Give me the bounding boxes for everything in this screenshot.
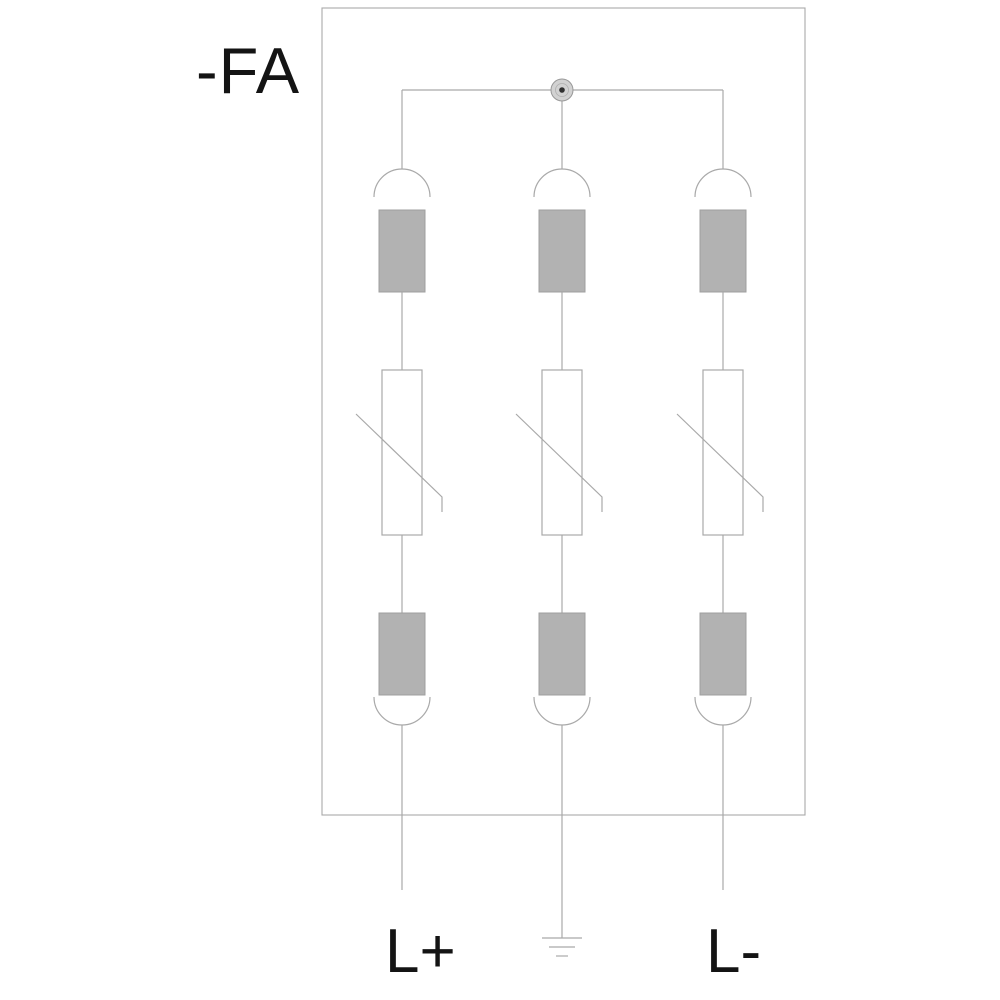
terminal-block-top xyxy=(378,209,426,293)
terminal-node-ring xyxy=(555,83,569,97)
varistor-strike-icon xyxy=(676,413,764,512)
device-label: -FA xyxy=(196,34,301,107)
device-enclosure-outline xyxy=(321,7,806,816)
terminal-block-top xyxy=(699,209,747,293)
terminal-node-dot xyxy=(559,87,565,93)
terminal-block-bottom xyxy=(538,612,586,696)
plug-contact-top-icon xyxy=(373,168,431,198)
terminal-block-bottom xyxy=(378,612,426,696)
plug-contact-bottom-icon xyxy=(533,696,591,726)
varistor-strike-icon xyxy=(515,413,603,512)
terminal-block-bottom xyxy=(699,612,747,696)
plug-contact-top-icon xyxy=(533,168,591,198)
varistor-strike-icon xyxy=(355,413,443,512)
terminal-node-icon xyxy=(550,78,574,102)
spd-branch-center xyxy=(515,90,603,938)
varistor-body xyxy=(381,369,423,536)
earth-ground-icon xyxy=(542,937,582,957)
terminal-label-positive: L+ xyxy=(385,917,456,986)
terminal-block-top xyxy=(538,209,586,293)
plug-contact-bottom-icon xyxy=(373,696,431,726)
spd-branch-left xyxy=(355,90,443,890)
spd-branch-right xyxy=(676,90,764,890)
terminal-label-negative: L- xyxy=(706,917,762,986)
plug-contact-bottom-icon xyxy=(694,696,752,726)
varistor-body xyxy=(702,369,744,536)
plug-contact-top-icon xyxy=(694,168,752,198)
varistor-body xyxy=(541,369,583,536)
